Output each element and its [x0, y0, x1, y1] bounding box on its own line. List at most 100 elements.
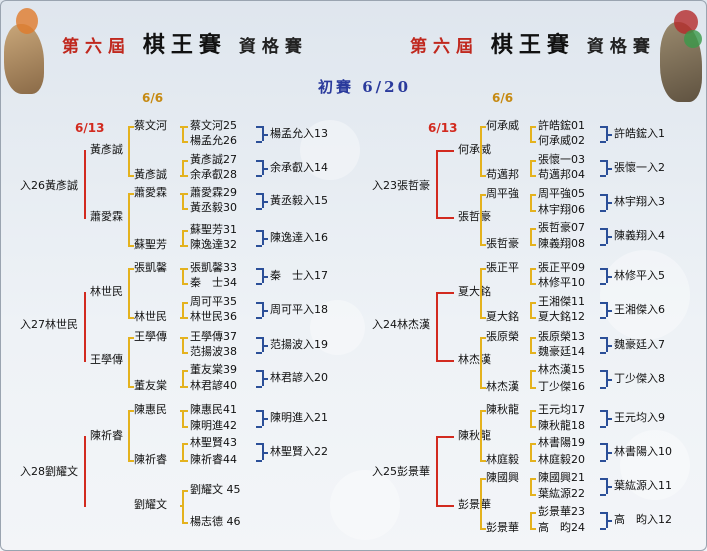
bracket-line: [480, 528, 486, 530]
right-r1-name: 林庭毅: [486, 453, 519, 466]
left-g6-player1: 周可平35: [190, 295, 237, 308]
left-r1-name: 張凱馨: [134, 261, 167, 274]
bracket-line: [84, 292, 86, 294]
right-g2-winner: 張懷一入2: [614, 160, 665, 174]
bracket-line: [256, 283, 262, 285]
bracket-line: [256, 193, 262, 195]
left-final-name: 入27林世民: [20, 318, 78, 331]
bracket-line: [182, 337, 184, 352]
bracket-line: [480, 194, 482, 244]
bracket-line: [480, 478, 482, 528]
bracket-line: [530, 443, 532, 460]
bracket-line: [262, 309, 268, 312]
date-label-66-left: 6/6: [142, 91, 164, 105]
bracket-line: [600, 370, 606, 372]
bracket-line: [256, 160, 262, 162]
bracket-line: [262, 418, 268, 420]
bracket-line: [256, 268, 262, 270]
bracket-line: [182, 370, 184, 386]
right-g12-player2: 高 昀24: [538, 521, 585, 534]
left-g9-winner: 陳明進入21: [270, 411, 328, 424]
bracket-line: [256, 317, 262, 319]
title-left-edition: 第六屆: [62, 37, 131, 57]
bracket-line: [530, 387, 536, 389]
bracket-line: [606, 378, 612, 381]
right-g11-winner: 葉紘源入11: [614, 479, 672, 492]
bracket-line: [84, 292, 86, 360]
bracket-line: [256, 302, 262, 304]
bracket-line: [600, 478, 606, 480]
bracket-line: [600, 228, 606, 230]
bracket-line: [128, 193, 134, 195]
right-g8-player2: 丁少傑16: [538, 380, 585, 393]
bracket-line: [530, 228, 536, 230]
bracket-line: [182, 352, 188, 354]
left-g1-winner: 楊孟允入13: [270, 126, 328, 140]
bracket-line: [436, 436, 454, 438]
bracket-line: [600, 337, 606, 339]
bracket-line: [606, 486, 612, 488]
bracket-line: [600, 141, 606, 143]
bracket-line: [128, 193, 130, 245]
right-g5-player2: 林修平10: [538, 276, 585, 289]
date-label-66-right: 6/6: [492, 91, 514, 105]
right-g6-player1: 王湘傑11: [538, 295, 585, 308]
bracket-line: [262, 344, 268, 347]
bracket-line: [606, 133, 612, 136]
bracket-line: [530, 494, 536, 496]
right-g3-winner: 林宇翔入3: [614, 195, 665, 208]
right-r1-name: 陳秋龍: [486, 403, 519, 416]
bracket-line: [128, 245, 134, 247]
right-g9-player1: 王元均17: [538, 403, 585, 416]
bracket-line: [84, 505, 86, 507]
bracket-line: [600, 443, 606, 445]
right-r1-name: 夏大銘: [486, 310, 519, 323]
bracket-line: [530, 512, 536, 514]
bracket-line: [530, 512, 532, 528]
bracket-line: [128, 317, 134, 319]
bracket-line: [262, 133, 268, 136]
bracket-line: [480, 194, 486, 196]
left-r1-name: 林世民: [134, 310, 167, 323]
bracket-line: [480, 268, 482, 317]
right-r1-name: 林杰漢: [486, 380, 519, 393]
right-final-name: 入23張哲豪: [372, 179, 430, 192]
right-r1-name: 苟邁邦: [486, 168, 519, 181]
bracket-line: [256, 410, 262, 412]
bracket-line: [182, 410, 184, 426]
bracket-line: [606, 309, 612, 312]
bracket-line: [530, 194, 536, 196]
bracket-line: [530, 443, 536, 445]
left-g4-player1: 蘇聖芳31: [190, 223, 237, 236]
bracket-line: [530, 352, 536, 354]
bracket-line: [128, 126, 134, 128]
right-r2-name: 林杰漢: [458, 353, 491, 366]
bracket-line: [262, 200, 268, 203]
bracket-line: [128, 337, 130, 386]
bracket-line: [436, 292, 454, 294]
bracket-line: [256, 175, 262, 177]
bracket-line: [530, 426, 536, 428]
left-g8-player2: 林君諺40: [190, 379, 237, 392]
right-g1-player2: 何承威02: [538, 134, 585, 147]
bracket-line: [262, 451, 268, 454]
bracket-line: [256, 337, 262, 339]
right-g10-winner: 林書陽入10: [614, 444, 672, 458]
bracket-line: [262, 275, 268, 278]
bracket-line: [600, 410, 606, 412]
bracket-line: [530, 478, 536, 480]
bracket-line: [600, 244, 606, 246]
bracket-line: [606, 236, 612, 238]
bracket-line: [256, 352, 262, 354]
right-r2-name: 夏大銘: [458, 285, 491, 298]
left-r1-name: 董友棠: [134, 379, 167, 392]
bracket-line: [530, 410, 532, 426]
bracket-line: [182, 302, 188, 304]
left-r1-name: 蘇聖芳: [134, 238, 167, 251]
bracket-line: [182, 268, 188, 270]
bracket-line: [84, 360, 86, 362]
bracket-line: [606, 451, 612, 454]
bracket-line: [606, 418, 612, 420]
bracket-line: [262, 237, 268, 240]
flower-decoration-left: [16, 8, 38, 34]
